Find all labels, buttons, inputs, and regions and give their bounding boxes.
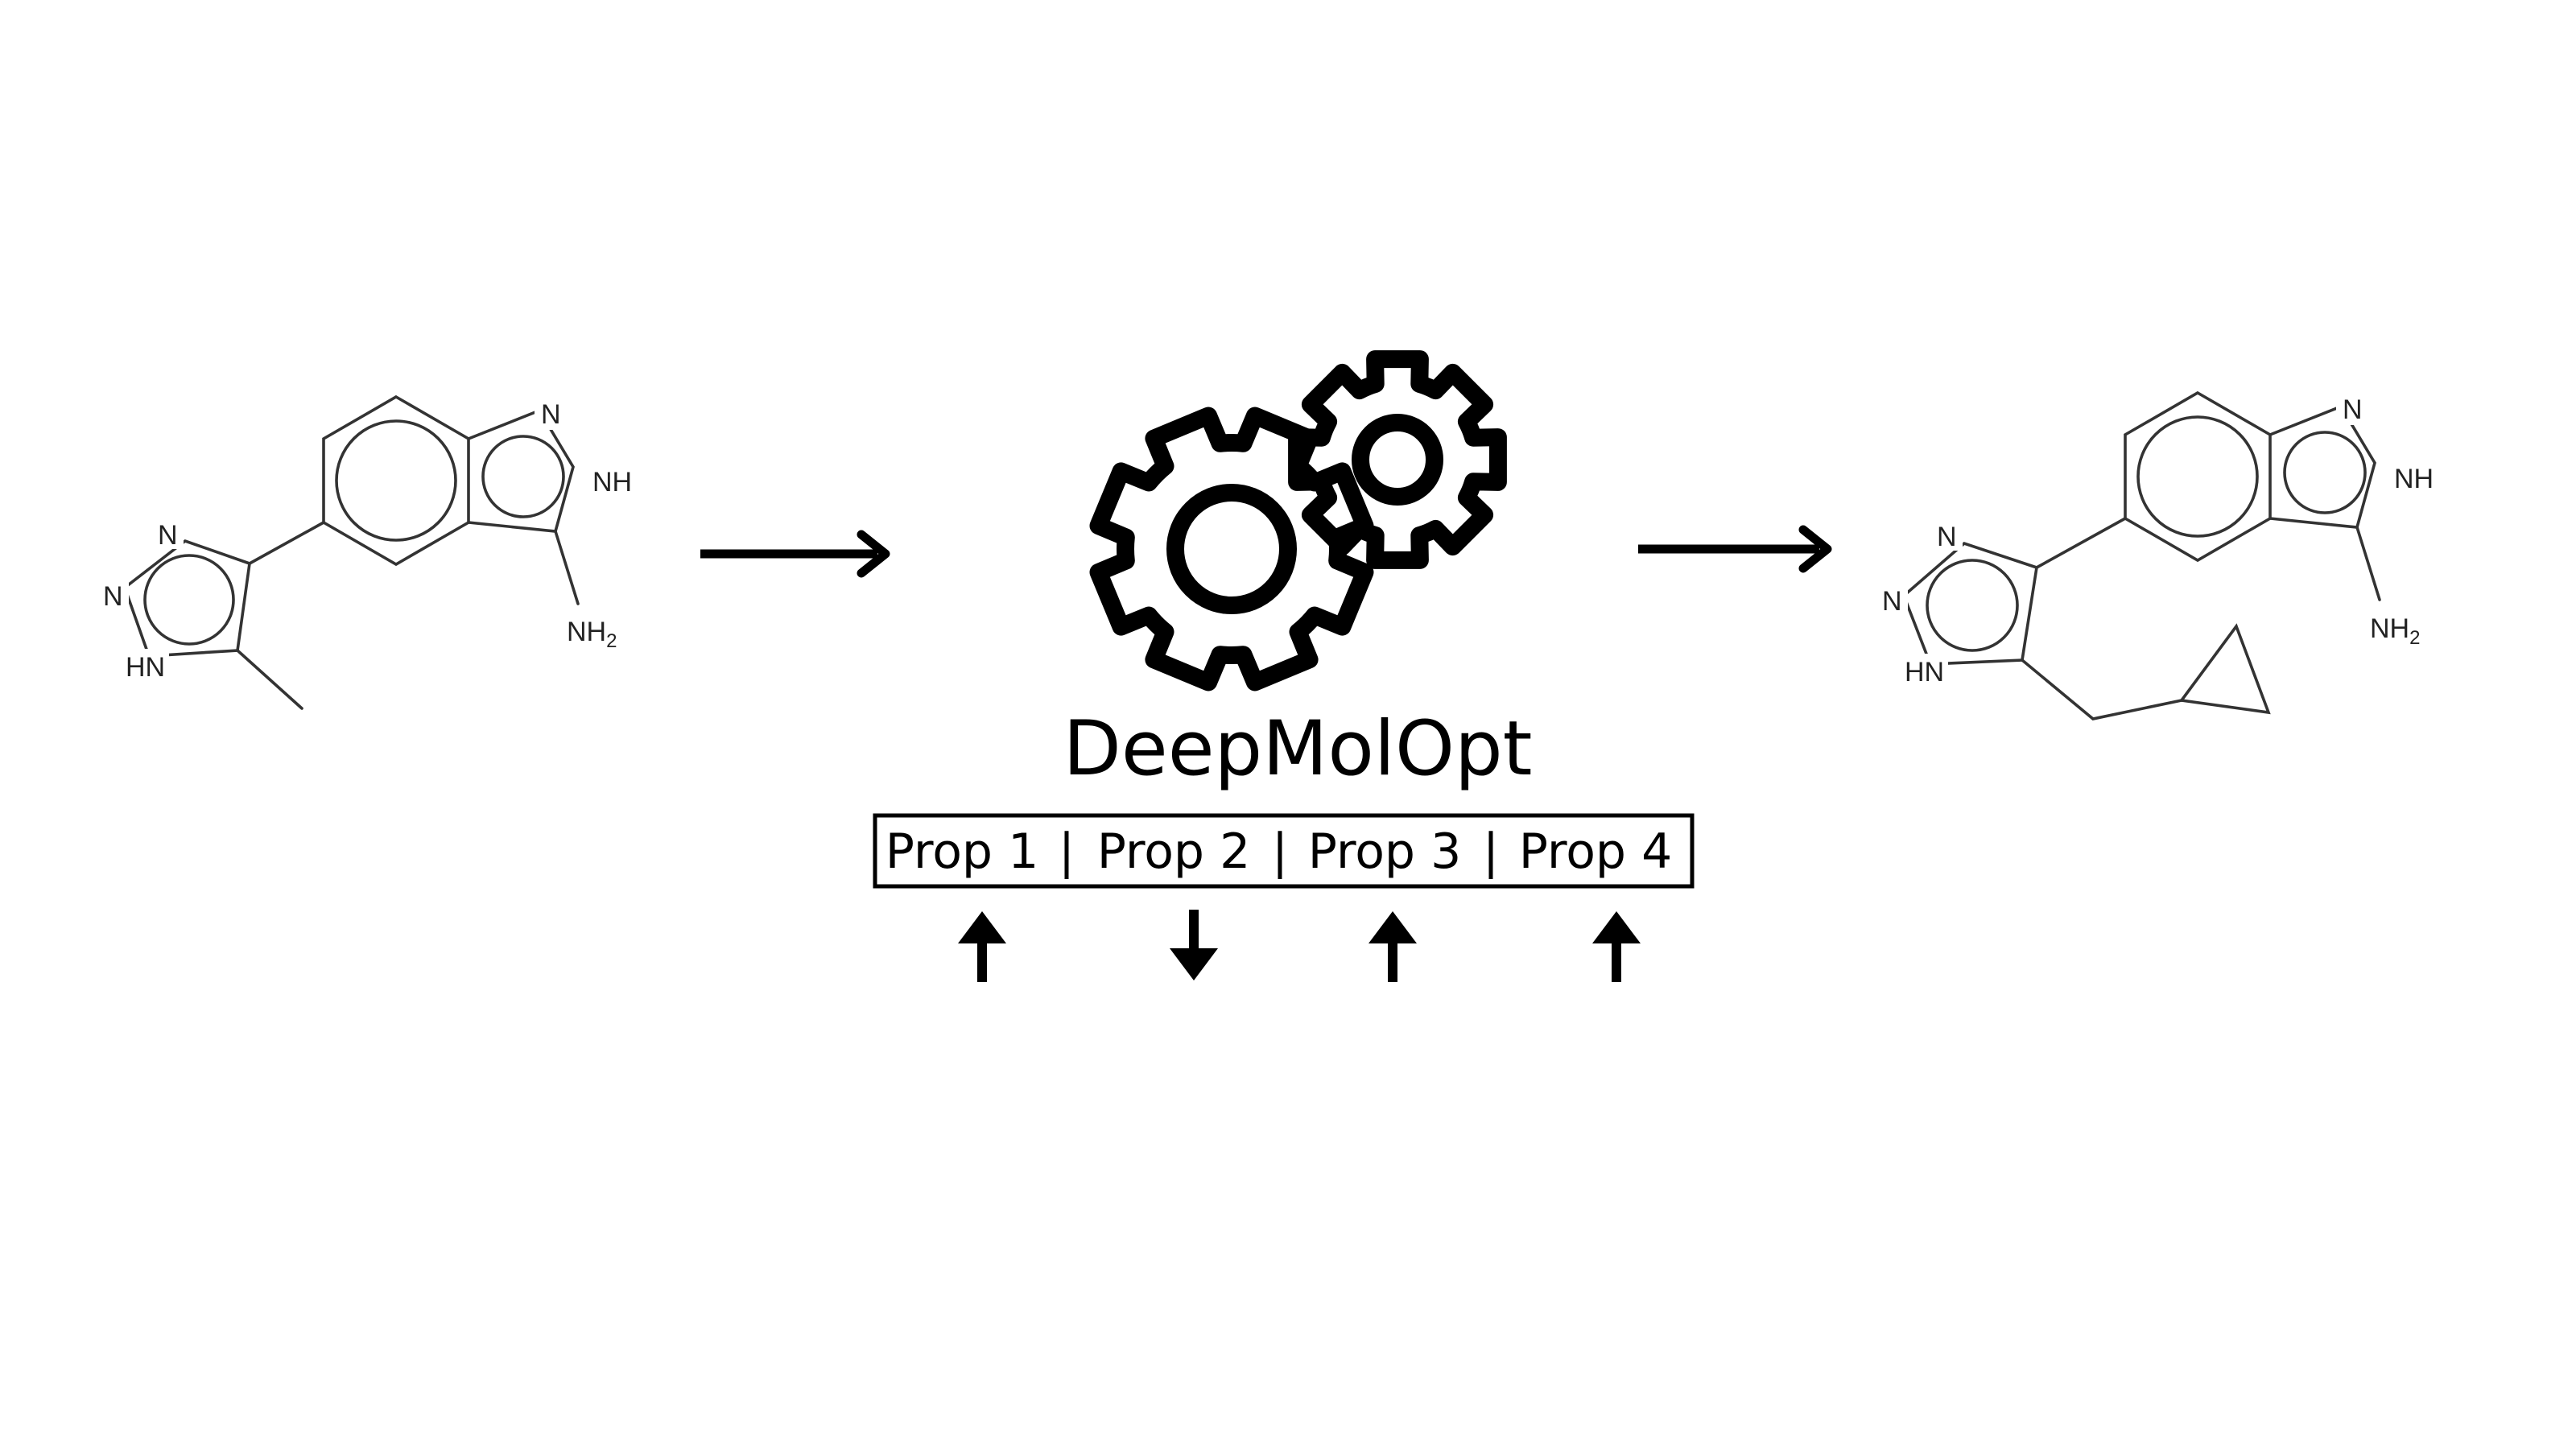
input-methyl-bond xyxy=(236,649,303,710)
arrow-up-icon xyxy=(958,911,1006,982)
output-benzene-aromatic-circle xyxy=(2136,415,2259,538)
prop-2-arrow-head xyxy=(1170,948,1218,980)
input-pyrazole-ring xyxy=(467,408,575,533)
prop-1-arrow-head xyxy=(958,911,1006,943)
input-linker-bond xyxy=(248,521,325,565)
output-atom-n-top: N xyxy=(2343,394,2363,425)
input-amine-bond xyxy=(554,530,580,605)
prop-3-label: Prop 3 xyxy=(1308,824,1462,880)
gear-large-icon xyxy=(1089,407,1374,691)
input-atom-triazole-n2: N xyxy=(103,581,123,612)
output-atom-triazole-n2: N xyxy=(1882,586,1902,617)
input-molecule: N NH NH2 N N HN xyxy=(100,394,642,710)
output-atom-nh2: NH2 xyxy=(2370,613,2420,649)
output-atom-nh: NH xyxy=(2394,464,2434,494)
gear-small-hub xyxy=(1352,414,1443,506)
property-box xyxy=(873,813,1695,889)
output-linker-bond xyxy=(2035,517,2127,569)
prop-separator-3: | xyxy=(1483,824,1499,880)
prop-3-arrow-head xyxy=(1368,911,1417,943)
output-pyrazole-aromatic-circle xyxy=(2283,431,2367,514)
input-atom-nh2: NH2 xyxy=(567,617,617,652)
property-direction-arrows xyxy=(958,910,1641,982)
prop-2-label: Prop 2 xyxy=(1097,824,1251,880)
tool-name: DeepMolOpt xyxy=(1063,705,1533,793)
output-triazole-aromatic-circle xyxy=(1926,559,2019,652)
arrow-up-icon xyxy=(1368,911,1417,982)
input-atom-triazole-n1: N xyxy=(158,520,178,551)
input-atom-nh: NH xyxy=(592,467,632,497)
output-cyclopropylmethyl-bond xyxy=(2021,658,2183,720)
output-cyclopropyl-ring xyxy=(2178,623,2271,715)
flow-arrow-input xyxy=(700,530,890,578)
input-triazole-aromatic-circle xyxy=(143,554,235,646)
prop-separator-2: | xyxy=(1272,824,1288,880)
prop-1-label: Prop 1 xyxy=(886,824,1039,880)
prop-separator-1: | xyxy=(1059,824,1075,880)
input-atom-n-top: N xyxy=(541,399,561,430)
arrow-down-icon xyxy=(1170,910,1218,980)
input-atom-triazole-hn: HN xyxy=(126,652,165,683)
output-triazole-ring xyxy=(1901,541,2039,666)
input-pyrazole-aromatic-circle xyxy=(481,435,565,518)
arrow-up-icon xyxy=(1592,911,1641,982)
output-amine-bond xyxy=(2355,526,2381,601)
prop-4-label: Prop 4 xyxy=(1519,824,1673,880)
prop-4-arrow-head xyxy=(1592,911,1641,943)
input-triazole-ring xyxy=(122,539,251,658)
gear-small-icon xyxy=(1288,350,1507,569)
gear-large-hub xyxy=(1166,484,1297,614)
flow-arrow-output xyxy=(1638,525,1832,573)
input-benzene-aromatic-circle xyxy=(335,419,457,542)
output-atom-triazole-n1: N xyxy=(1937,522,1957,552)
output-molecule: N NH NH2 N N HN xyxy=(1879,390,2444,720)
output-atom-triazole-hn: HN xyxy=(1905,657,1944,687)
property-bar: Prop 1 | Prop 2 | Prop 3 | Prop 4 xyxy=(873,813,1695,889)
output-pyrazole-ring xyxy=(2268,404,2376,529)
gears-icon xyxy=(1089,350,1507,691)
